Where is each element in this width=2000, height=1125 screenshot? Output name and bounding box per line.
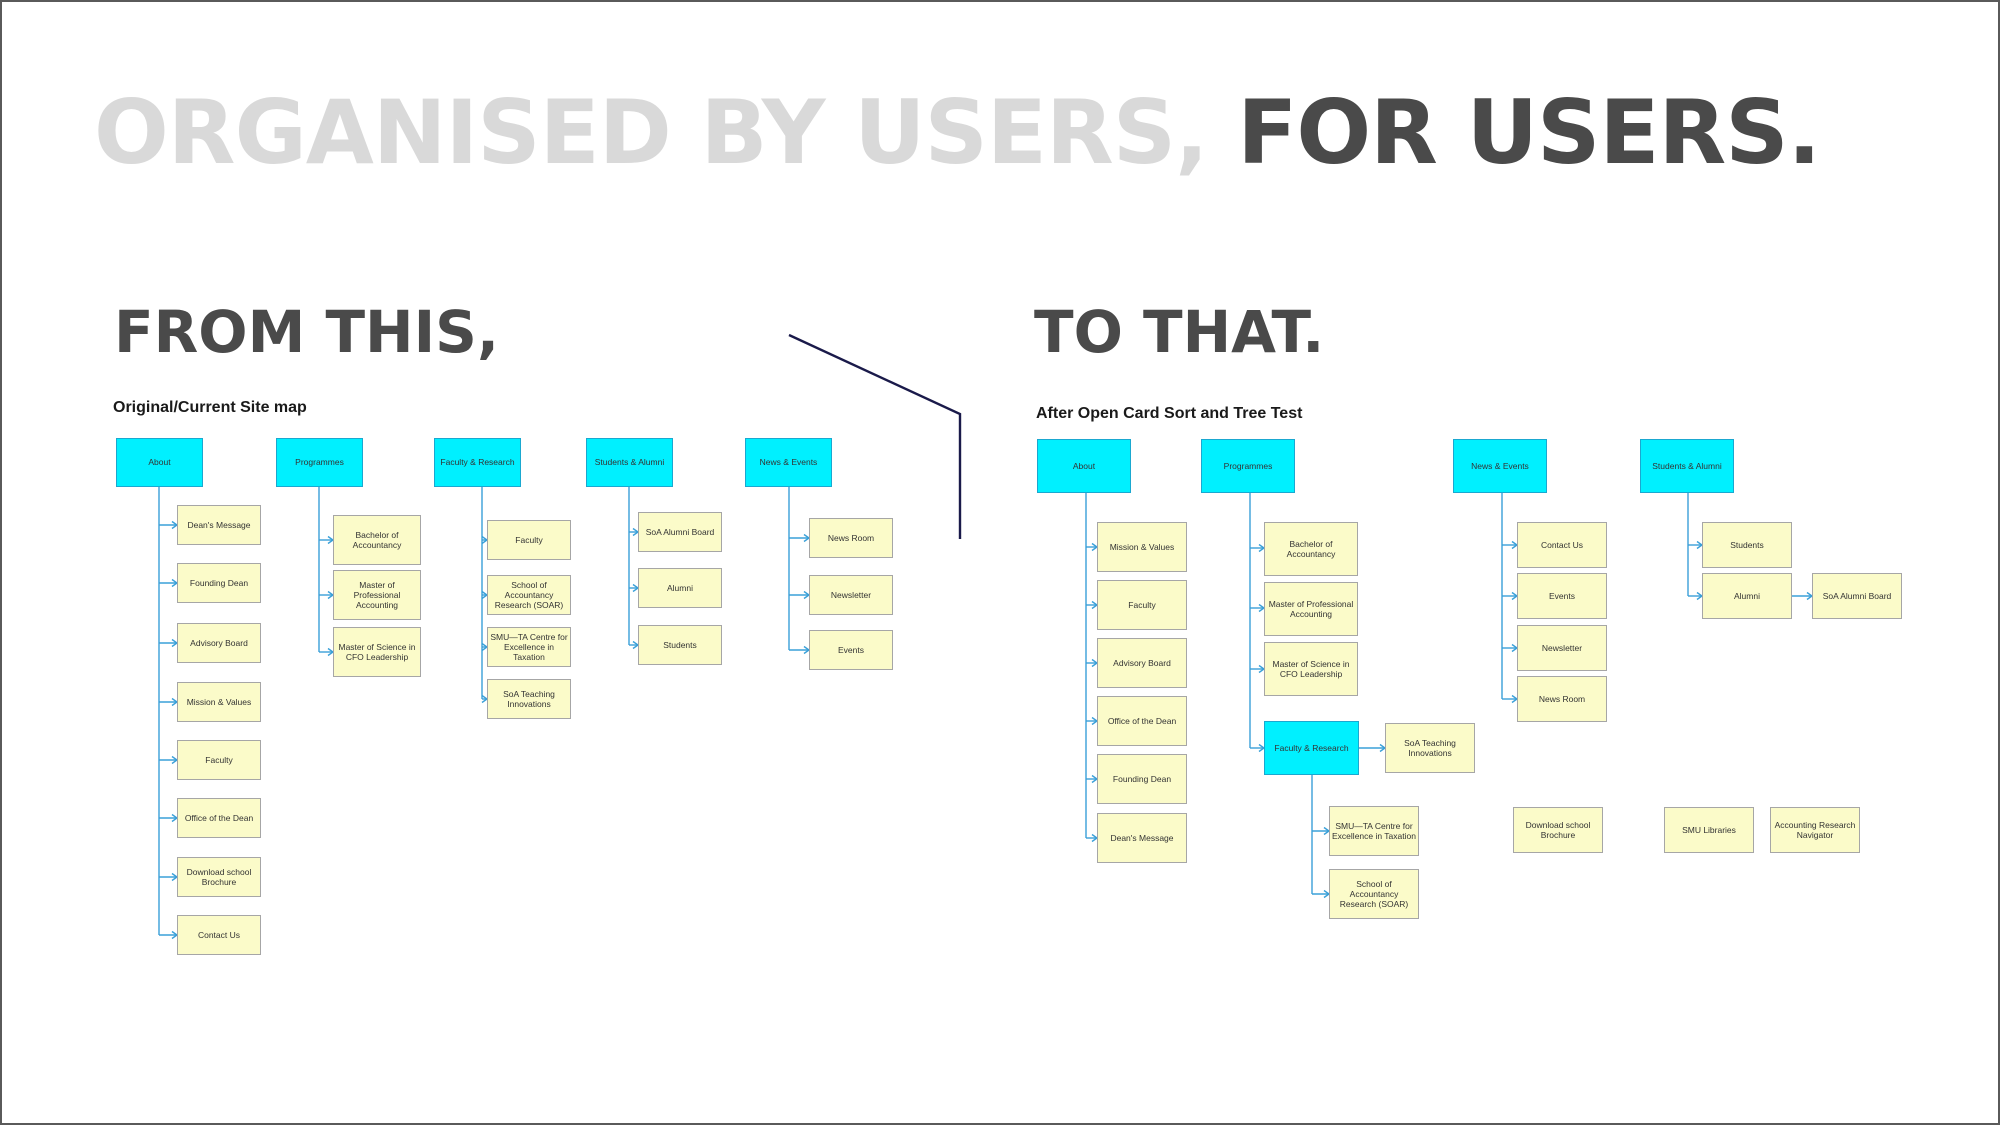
right-faculty-item: SMU—TA Centre for Excellence in Taxation [1329,806,1419,856]
right-about-item: Faculty [1097,580,1187,630]
left-about-item: Advisory Board [177,623,261,663]
right-about-item: Founding Dean [1097,754,1187,804]
left-news-item: Events [809,630,893,670]
left-faculty-item: SMU—TA Centre for Excellence in Taxation [487,627,571,667]
right-about-item: Mission & Values [1097,522,1187,572]
right-standalone-item: Download school Brochure [1513,807,1603,853]
right-faculty-item: School of Accountancy Research (SOAR) [1329,869,1419,919]
left-programmes-item: Bachelor of Accountancy [333,515,421,565]
left-map-caption: Original/Current Site map [113,399,307,416]
title-part-light: ORGANISED BY USERS, [94,81,1238,184]
right-section-news-events: News & Events [1453,439,1547,493]
right-programmes-item: Bachelor of Accountancy [1264,522,1358,576]
right-alumni-child-item: SoA Alumni Board [1812,573,1902,619]
right-programmes-item: Master of Professional Accounting [1264,582,1358,636]
left-programmes-item: Master of Science in CFO Leadership [333,627,421,677]
right-section-programmes: Programmes [1201,439,1295,493]
right-standalone-item: SMU Libraries [1664,807,1754,853]
right-section-faculty-research: Faculty & Research [1264,721,1359,775]
left-news-item: Newsletter [809,575,893,615]
left-section-students-alumni: Students & Alumni [586,438,673,487]
right-about-item: Advisory Board [1097,638,1187,688]
right-news-item: Newsletter [1517,625,1607,671]
left-about-item: Download school Brochure [177,857,261,897]
left-section-faculty-research: Faculty & Research [434,438,521,487]
left-about-item: Faculty [177,740,261,780]
right-news-item: Events [1517,573,1607,619]
from-heading: FROM THIS, [114,298,499,366]
left-about-item: Dean's Message [177,505,261,545]
left-about-item: Office of the Dean [177,798,261,838]
title-part-dark: FOR USERS. [1237,81,1821,184]
right-programmes-item: Master of Science in CFO Leadership [1264,642,1358,696]
right-faculty-side-item: SoA Teaching Innovations [1385,723,1475,773]
left-about-item: Contact Us [177,915,261,955]
right-news-item: Contact Us [1517,522,1607,568]
left-about-item: Mission & Values [177,682,261,722]
right-about-item: Dean's Message [1097,813,1187,863]
right-about-item: Office of the Dean [1097,696,1187,746]
left-about-item: Founding Dean [177,563,261,603]
left-section-programmes: Programmes [276,438,363,487]
left-students-item: Students [638,625,722,665]
right-section-about: About [1037,439,1131,493]
left-section-news-events: News & Events [745,438,832,487]
right-section-students-alumni: Students & Alumni [1640,439,1734,493]
left-faculty-item: School of Accountancy Research (SOAR) [487,575,571,615]
left-students-item: Alumni [638,568,722,608]
left-students-item: SoA Alumni Board [638,512,722,552]
left-section-about: About [116,438,203,487]
left-news-item: News Room [809,518,893,558]
right-students-item: Students [1702,522,1792,568]
slide-title: ORGANISED BY USERS, FOR USERS. [94,80,1821,186]
right-map-caption: After Open Card Sort and Tree Test [1036,405,1303,422]
left-faculty-item: SoA Teaching Innovations [487,679,571,719]
right-news-item: News Room [1517,676,1607,722]
right-standalone-item: Accounting Research Navigator [1770,807,1860,853]
to-heading: TO THAT. [1034,298,1325,366]
right-students-item: Alumni [1702,573,1792,619]
left-faculty-item: Faculty [487,520,571,560]
left-programmes-item: Master of Professional Accounting [333,570,421,620]
